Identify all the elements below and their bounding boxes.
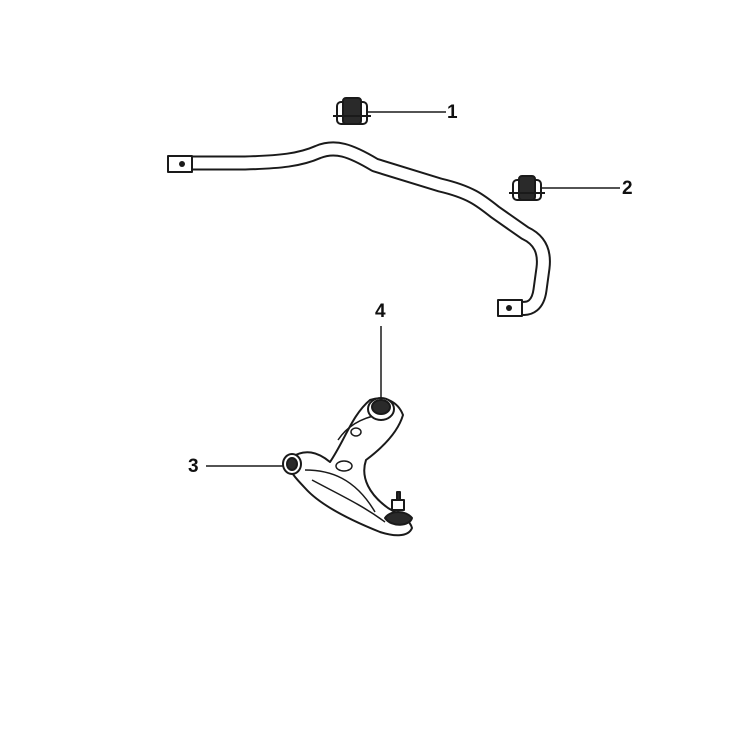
bushing-2 [509,175,545,201]
stabilizer-bar-right-end-hole [506,305,512,311]
control-arm-rib-1 [304,469,376,513]
stabilizer-bar-outline [172,141,551,316]
callout-number-4: 4 [375,301,386,322]
control-arm-rib-3 [311,479,386,523]
bushing-1 [333,97,371,125]
ball-joint [384,491,413,526]
stabilizer-bar [167,141,551,317]
callout-number-1: 1 [447,102,458,123]
front-bushing [282,453,302,475]
control-arm-hole [335,460,353,472]
stabilizer-bar-left-end-hole [179,161,185,167]
callout-number-3: 3 [188,456,199,477]
stabilizer-bar-core [174,143,549,314]
rear-bushing [367,397,395,421]
lower-control-arm [282,397,413,537]
control-arm-hole-2 [350,427,362,437]
callout-number-2: 2 [622,178,633,199]
